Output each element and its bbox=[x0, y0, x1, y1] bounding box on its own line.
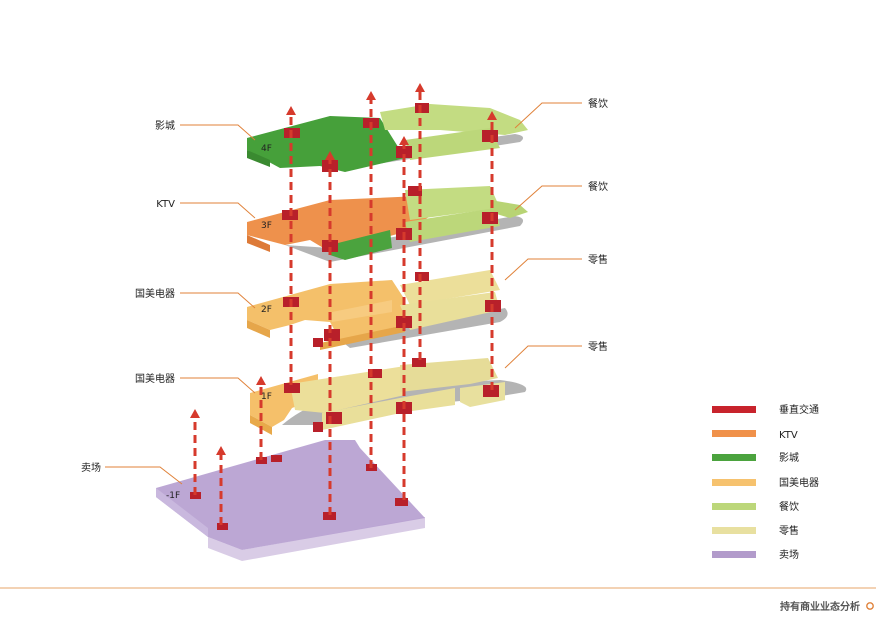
label-1f-right: 零售 bbox=[588, 340, 608, 353]
floor-3f bbox=[247, 186, 528, 262]
legend-item-selling-floor: 卖场 bbox=[712, 548, 799, 561]
svg-text:国美电器: 国美电器 bbox=[779, 476, 819, 489]
label-3f-left: KTV bbox=[156, 199, 175, 210]
arrow-heads bbox=[190, 83, 497, 455]
label-b1-left: 卖场 bbox=[81, 461, 101, 474]
legend-item-dining: 餐饮 bbox=[712, 500, 799, 513]
legend-item-cinema: 影城 bbox=[712, 452, 799, 464]
footer-title: 持有商业业态分析 bbox=[780, 600, 860, 613]
legend-item-retail: 零售 bbox=[712, 524, 799, 537]
svg-text:零售: 零售 bbox=[779, 524, 799, 537]
label-4f-left: 影城 bbox=[155, 120, 175, 132]
floor-tag-4f: 4F bbox=[261, 144, 272, 154]
legend-item-ktv: KTV bbox=[712, 430, 798, 441]
label-1f-left: 国美电器 bbox=[135, 372, 175, 385]
label-4f-right: 餐饮 bbox=[588, 97, 608, 110]
floor-tag-b1: -1F bbox=[166, 491, 180, 501]
floor-b1 bbox=[156, 440, 425, 561]
floor-tag-2f: 2F bbox=[261, 305, 272, 315]
svg-text:卖场: 卖场 bbox=[779, 548, 799, 561]
floor-2f bbox=[247, 270, 508, 350]
legend-item-gome: 国美电器 bbox=[712, 476, 819, 489]
floor-tag-3f: 3F bbox=[261, 221, 272, 231]
svg-text:影城: 影城 bbox=[779, 452, 799, 464]
callout-lines bbox=[105, 102, 582, 485]
label-2f-left: 国美电器 bbox=[135, 287, 175, 300]
svg-text:垂直交通: 垂直交通 bbox=[779, 403, 819, 416]
legend: 垂直交通 KTV 影城 国美电器 餐饮 零售 卖场 bbox=[712, 403, 819, 561]
footer-circle-icon bbox=[866, 602, 874, 610]
floor-tag-1f: 1F bbox=[261, 392, 272, 402]
label-2f-right: 零售 bbox=[588, 253, 608, 266]
label-3f-right: 餐饮 bbox=[588, 180, 608, 193]
svg-text:KTV: KTV bbox=[779, 430, 798, 441]
legend-item-vertical-transport: 垂直交通 bbox=[712, 403, 819, 416]
svg-text:餐饮: 餐饮 bbox=[779, 500, 799, 513]
vertical-circulation-arrows bbox=[193, 92, 494, 525]
